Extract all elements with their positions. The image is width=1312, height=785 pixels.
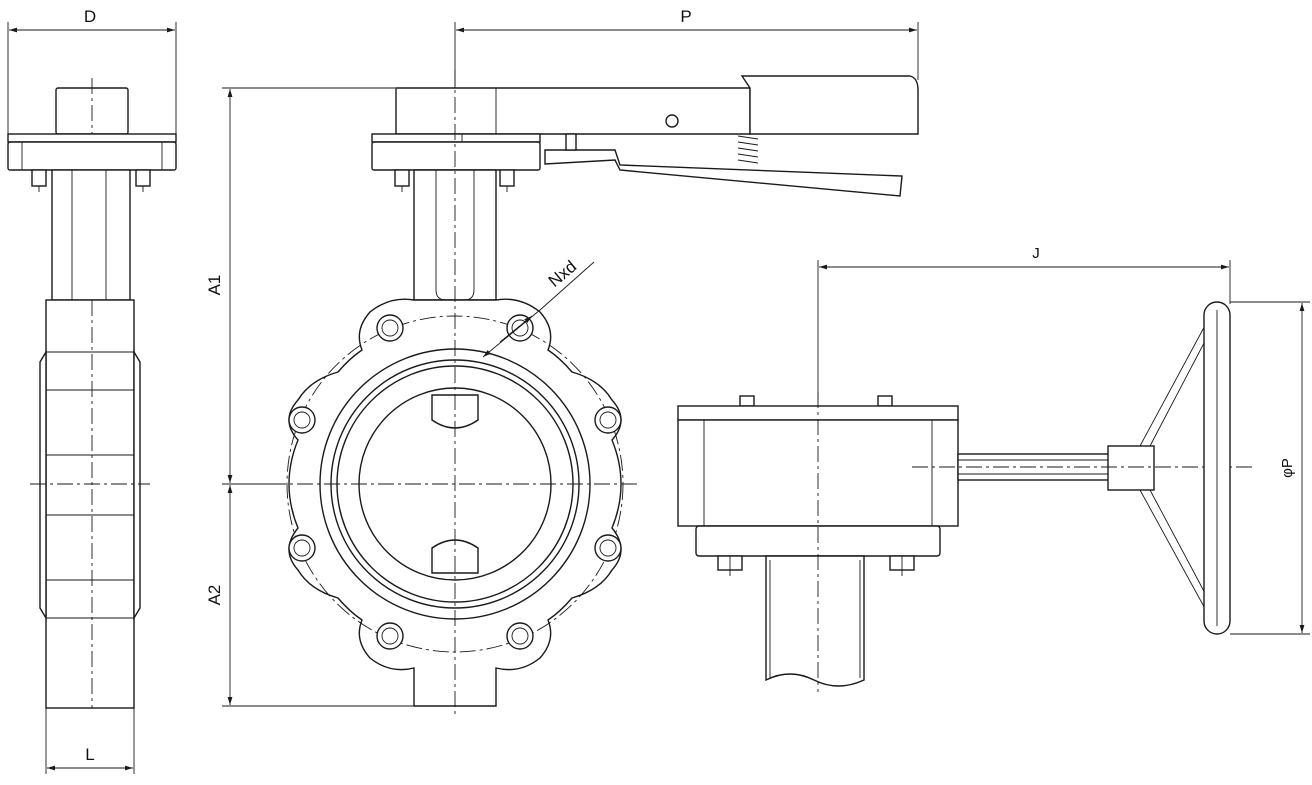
side-mount-flange — [7, 141, 177, 171]
side-top-plate — [7, 133, 177, 143]
label-j: J — [1032, 245, 1040, 262]
front-view: A1 A2 P — [205, 7, 919, 718]
side-bolt-right — [135, 169, 151, 187]
front-top-plate — [371, 133, 541, 143]
label-p: P — [680, 7, 691, 26]
handwheel-hub — [1107, 445, 1155, 491]
gear-operator-view: J φP — [677, 245, 1310, 692]
lever-spring — [737, 135, 759, 164]
label-a2: A2 — [205, 585, 224, 606]
front-mount-flange — [371, 141, 541, 171]
label-l: L — [85, 745, 94, 764]
upper-stem-stub — [431, 394, 479, 429]
lever-pivot — [665, 114, 679, 128]
gearbox-neck-break — [765, 555, 865, 687]
side-body — [45, 299, 135, 709]
label-phi-p: φP — [1279, 458, 1296, 478]
bolt-holes — [288, 314, 622, 650]
label-d: D — [84, 7, 96, 26]
label-nxd: Nxd — [545, 257, 580, 291]
side-view: D L — [7, 7, 177, 774]
lever-trigger — [544, 149, 903, 197]
label-a1: A1 — [205, 275, 224, 296]
side-bolt-left — [31, 169, 47, 187]
lever-grip — [740, 75, 919, 135]
side-neck — [51, 169, 131, 301]
lever-handle-base — [395, 87, 751, 135]
